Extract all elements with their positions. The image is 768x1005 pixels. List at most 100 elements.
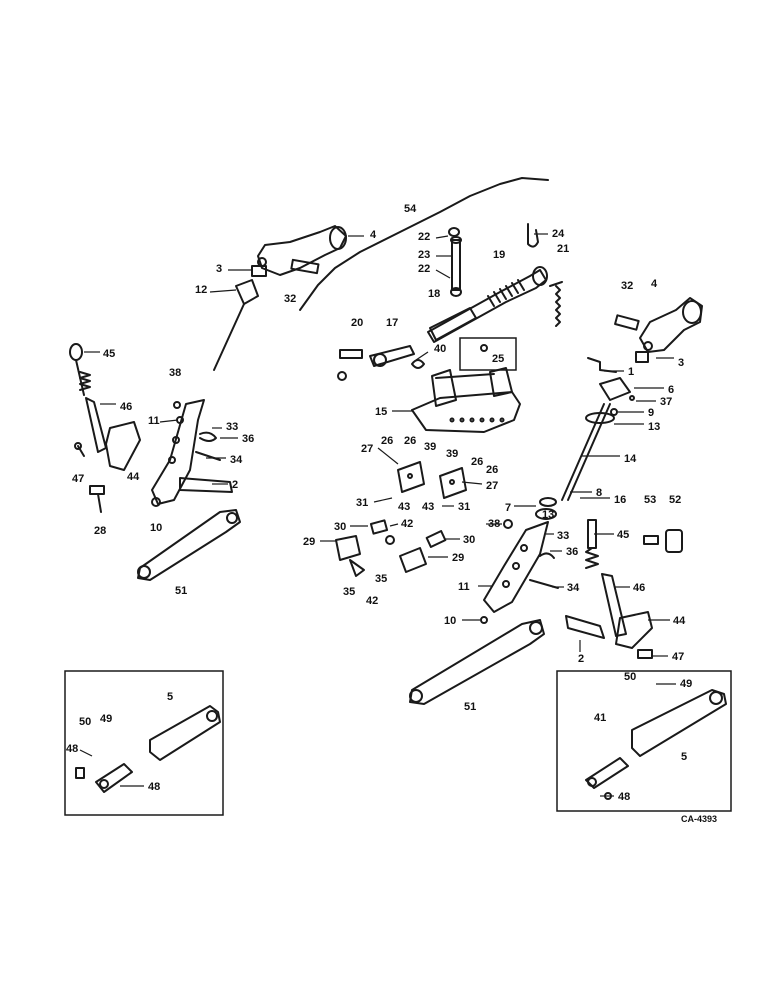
- left-clevis: [251, 265, 267, 277]
- callout-33: 33: [557, 530, 569, 542]
- callout-2: 2: [232, 479, 238, 491]
- callout-2: 2: [578, 653, 584, 665]
- callout-41: 41: [594, 712, 606, 724]
- callout-35: 35: [343, 586, 355, 598]
- leader-line-48: [79, 749, 93, 757]
- sway-block-left: [397, 461, 425, 493]
- callout-26: 26: [471, 456, 483, 468]
- callout-27: 27: [361, 443, 373, 455]
- right-handle-1: [587, 357, 617, 373]
- spring-clip-24: [527, 223, 539, 248]
- right-shaft-2: [565, 615, 605, 639]
- right-rod-46: [601, 573, 627, 637]
- callout-52: 52: [669, 494, 681, 506]
- callout-46: 46: [633, 582, 645, 594]
- callout-24: 24: [552, 228, 565, 240]
- leader-line-27: [461, 481, 483, 485]
- frame-outline: [299, 177, 549, 311]
- leader-line-27: [377, 447, 399, 465]
- callout-20: 20: [351, 317, 363, 329]
- callout-51: 51: [175, 585, 187, 597]
- left-lift-rod-assembly: [151, 399, 233, 505]
- callout-30: 30: [334, 521, 346, 533]
- callout-3: 3: [216, 263, 222, 275]
- left-pin: [290, 258, 320, 275]
- turnbuckle-left-29: [335, 535, 365, 577]
- callout-32: 32: [621, 280, 633, 292]
- left-leveling-rod: [69, 343, 107, 453]
- callout-43: 43: [398, 501, 410, 513]
- leader-line-22: [435, 235, 449, 239]
- washer-22-bottom: [450, 287, 462, 297]
- callout-45: 45: [103, 348, 115, 360]
- callout-47: 47: [672, 651, 684, 663]
- callout-26: 26: [486, 464, 498, 476]
- left-bolt-47: [74, 442, 85, 457]
- callout-26: 26: [381, 435, 393, 447]
- callout-13: 13: [648, 421, 660, 433]
- chain-21: [549, 281, 563, 327]
- leader-line-22: [435, 269, 451, 279]
- callout-47: 47: [72, 473, 84, 485]
- callout-26: 26: [404, 435, 416, 447]
- inset-box-left: [64, 670, 224, 816]
- callout-38: 38: [169, 367, 181, 379]
- left-bolt-28: [89, 485, 105, 513]
- leader-line-12: [209, 289, 237, 293]
- callout-8: 8: [596, 487, 602, 499]
- callout-44: 44: [127, 471, 140, 483]
- callout-39: 39: [446, 448, 458, 460]
- leader-line-31: [373, 497, 393, 503]
- callout-32: 32: [284, 293, 296, 305]
- part-25-icon: [480, 344, 488, 352]
- callout-22: 22: [418, 263, 430, 275]
- leader-line-42: [389, 523, 399, 527]
- left-small-ball: [151, 497, 161, 507]
- leader-line-40: [415, 351, 429, 361]
- callout-50: 50: [624, 671, 636, 683]
- callout-36: 36: [566, 546, 578, 558]
- callout-46: 46: [120, 401, 132, 413]
- callout-19: 19: [493, 249, 505, 261]
- callout-14: 14: [624, 453, 637, 465]
- callout-18: 18: [428, 288, 440, 300]
- right-rod-base: [535, 497, 557, 520]
- bolt-30-left: [369, 519, 389, 535]
- inset-box-right: [556, 670, 732, 812]
- right-bolt-47: [637, 649, 653, 659]
- washer-10-right: [480, 616, 488, 624]
- callout-10: 10: [444, 615, 456, 627]
- washer-9: [610, 408, 618, 416]
- washer-38-center: [503, 519, 513, 529]
- lift-pin-23: [450, 236, 462, 291]
- callout-37: 37: [660, 396, 672, 408]
- callout-17: 17: [386, 317, 398, 329]
- left-lift-link: [213, 279, 259, 371]
- drawing-code: CA-4393: [681, 814, 717, 824]
- left-nut-38: [173, 401, 181, 409]
- left-lower-link: [137, 509, 241, 581]
- callout-44: 44: [673, 615, 686, 627]
- washer-22-top: [448, 227, 460, 237]
- sway-block-right: [439, 467, 467, 499]
- callout-5: 5: [167, 691, 173, 703]
- callout-5: 5: [681, 751, 687, 763]
- callout-30: 30: [463, 534, 475, 546]
- callout-21: 21: [557, 243, 569, 255]
- part-25-box: [459, 337, 517, 371]
- callout-43: 43: [422, 501, 434, 513]
- bolt-30-right: [425, 530, 447, 548]
- callout-28: 28: [94, 525, 106, 537]
- callout-42: 42: [401, 518, 413, 530]
- right-leveling-screw-14: [561, 403, 615, 501]
- callout-16: 16: [614, 494, 626, 506]
- callout-48: 48: [618, 791, 630, 803]
- callout-49: 49: [680, 678, 692, 690]
- callout-39: 39: [424, 441, 436, 453]
- callout-11: 11: [148, 415, 160, 427]
- callout-31: 31: [356, 497, 368, 509]
- right-rod-45: [585, 519, 599, 569]
